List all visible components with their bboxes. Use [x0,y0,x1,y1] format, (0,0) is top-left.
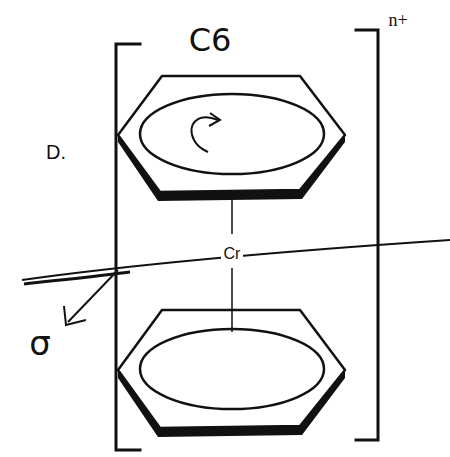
bond-line [231,200,233,234]
mirror-plane-label: σ [29,323,51,363]
metal-symbol: Cr [221,243,244,265]
leader-arrow [68,270,118,322]
right-bracket [356,30,378,440]
leader-arrowhead [64,306,86,325]
benzene-ring [118,76,345,192]
rotation-arrowhead [209,113,220,126]
item-letter: D. [46,141,66,164]
charge-label: n+ [388,10,407,31]
aromatic-circle [140,94,324,174]
symmetry-axis-label: C6 [189,21,232,59]
bond-line [231,268,233,332]
aromatic-circle [140,329,324,409]
mirror-plane-line [22,240,450,280]
